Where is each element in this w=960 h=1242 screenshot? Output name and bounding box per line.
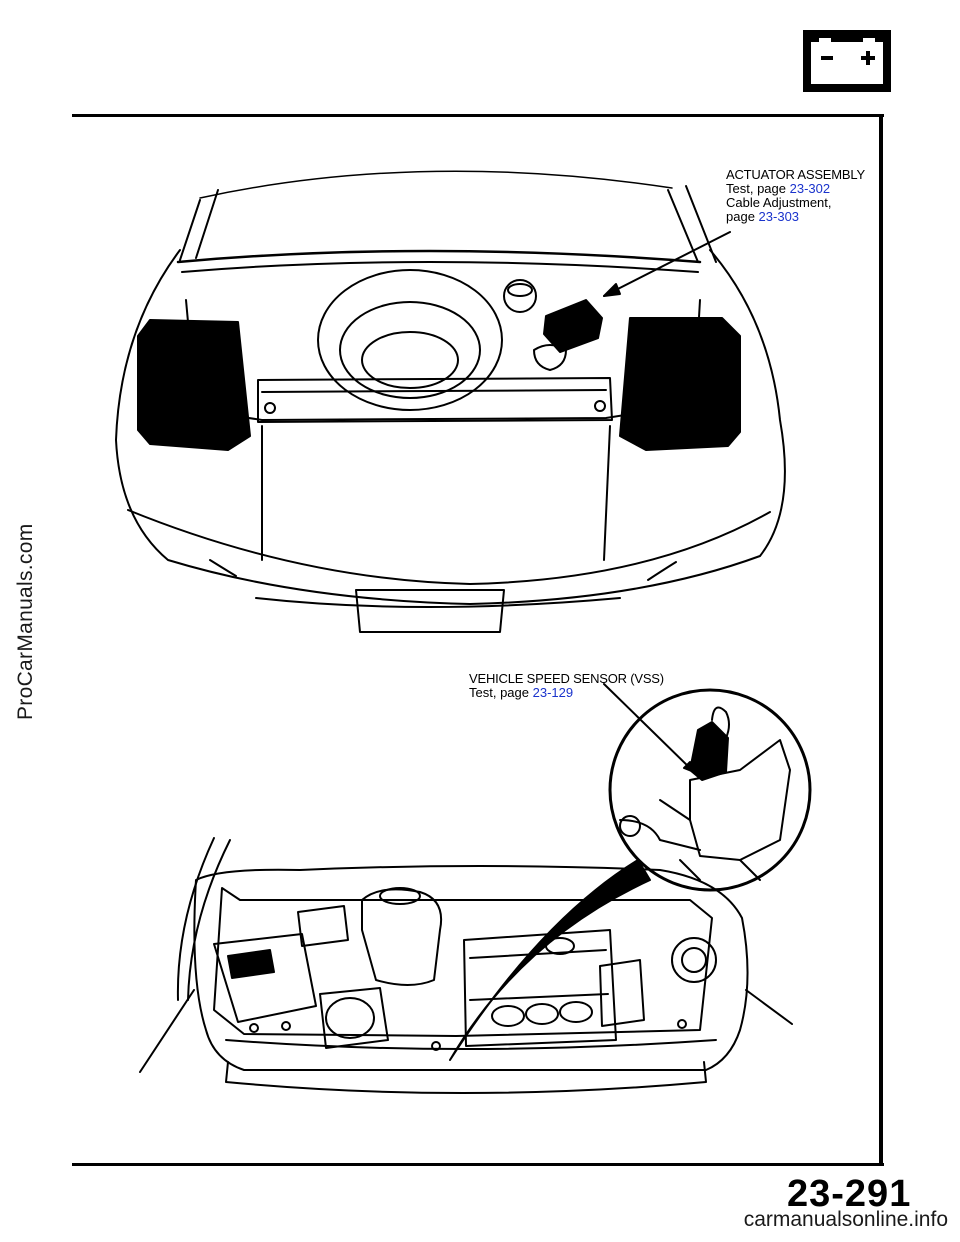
bottom-watermark: carmanualsonline.info: [743, 1208, 948, 1231]
vss-callout: VEHICLE SPEED SENSOR (VSS) Test, page 23…: [469, 672, 664, 700]
vss-test-line: Test, page 23-129: [469, 686, 664, 700]
vss-title: VEHICLE SPEED SENSOR (VSS): [469, 671, 664, 686]
actuator-test-link[interactable]: 23-302: [789, 181, 831, 196]
vss-test-label: Test, page: [469, 685, 533, 700]
actuator-page-line: page 23-303: [726, 210, 865, 224]
front-hood-illustration: [115, 170, 786, 633]
actuator-page-label: page: [726, 209, 759, 224]
page-number: 23-291: [787, 1173, 912, 1215]
battery-icon: [803, 30, 891, 92]
frame-bottom-rule: [72, 1163, 884, 1166]
vss-test-link[interactable]: 23-129: [532, 685, 574, 700]
vss-detail-view: [603, 683, 812, 892]
side-watermark: ProCarManuals.com: [14, 523, 37, 721]
actuator-test-line: Test, page 23-302: [726, 182, 865, 196]
actuator-cable-line: Cable Adjustment,: [726, 195, 832, 210]
rear-engine-illustration: [139, 837, 793, 1094]
frame-right-rule: [879, 114, 883, 1166]
actuator-assembly-callout: ACTUATOR ASSEMBLY Test, page 23-302 Cabl…: [726, 168, 865, 224]
actuator-cable-link[interactable]: 23-303: [758, 209, 800, 224]
frame-top-rule: [72, 114, 884, 117]
actuator-title: ACTUATOR ASSEMBLY: [726, 167, 865, 182]
actuator-test-label: Test, page: [726, 181, 790, 196]
actuator-leader-line: [603, 231, 731, 297]
